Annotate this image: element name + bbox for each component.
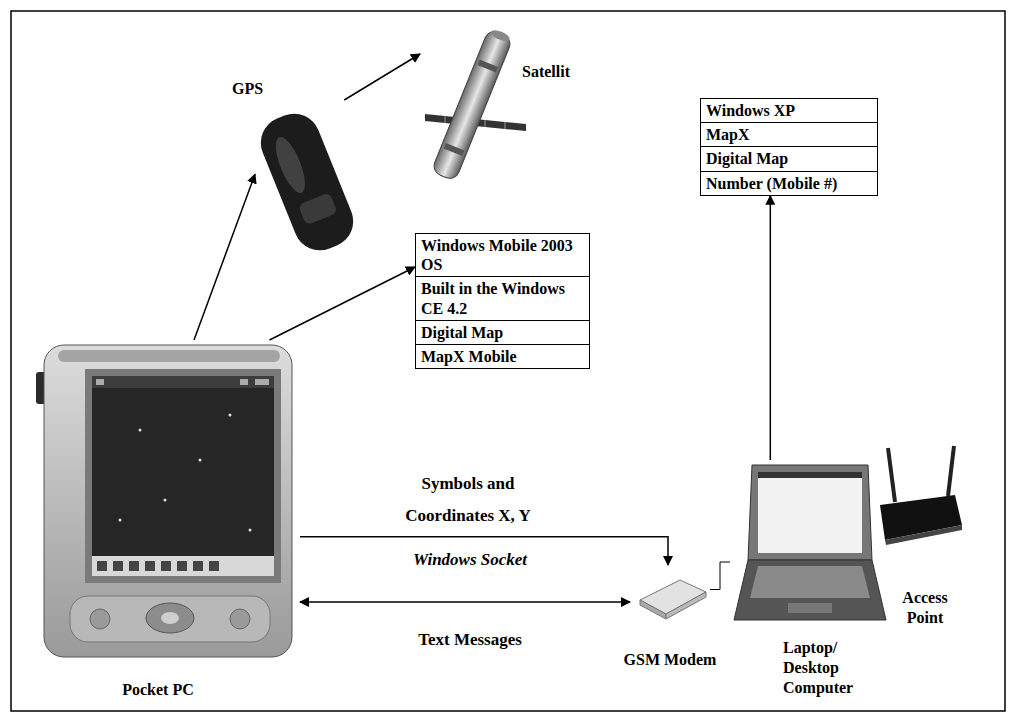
satellite: Satellit <box>420 20 520 190</box>
pocket-pc-illustration <box>36 345 292 657</box>
table-row-text: Digital Map <box>416 321 589 345</box>
satellite-illustration <box>425 27 526 181</box>
table-row-text: Number (Mobile #) <box>701 172 877 195</box>
gps-device: GPS <box>255 100 360 265</box>
gps-illustration <box>253 106 361 258</box>
arrow-connector <box>770 196 772 460</box>
pocket-pc: Pocket PC <box>35 340 300 660</box>
laptop-illustration <box>734 465 886 620</box>
protocol-label: Windows Socket <box>370 550 570 570</box>
table-row-text: Windows Mobile 2003 OS <box>416 234 589 277</box>
connector-label: Text Messages <box>380 630 560 650</box>
device-caption: Access Point <box>893 588 957 628</box>
gsm-modem-illustration <box>640 580 706 619</box>
table-row-text: MapX <box>701 123 877 147</box>
access-point-illustration <box>880 446 962 545</box>
gsm-modem: GSM Modem <box>630 565 710 635</box>
device-caption: Pocket PC <box>103 680 213 699</box>
arrow-connector <box>270 267 415 340</box>
cable-line <box>710 562 730 590</box>
outer-frame <box>11 11 1005 711</box>
device-caption: Satellit <box>522 62 586 81</box>
table-row-text: Digital Map <box>701 147 877 171</box>
table-row-text: Built in the Windows CE 4.2 <box>416 277 589 320</box>
device-caption: GPS <box>232 79 282 98</box>
arrow-connector <box>300 601 630 603</box>
arrow-connector <box>194 174 255 340</box>
software-table: Windows XPMapXDigital MapNumber (Mobile … <box>700 98 878 196</box>
software-table: Windows Mobile 2003 OSBuilt in the Windo… <box>415 233 590 369</box>
access-point: Access Point <box>872 440 967 548</box>
device-caption: Laptop/ Desktop Computer <box>783 638 873 698</box>
connector-label: Symbols and Coordinates X, Y <box>383 468 553 532</box>
device-caption: GSM Modem <box>618 650 722 669</box>
laptop-computer: Laptop/ Desktop Computer <box>730 460 885 630</box>
arrow-connector <box>344 54 420 100</box>
table-row-text: Windows XP <box>701 99 877 123</box>
table-row-text: MapX Mobile <box>416 345 589 368</box>
